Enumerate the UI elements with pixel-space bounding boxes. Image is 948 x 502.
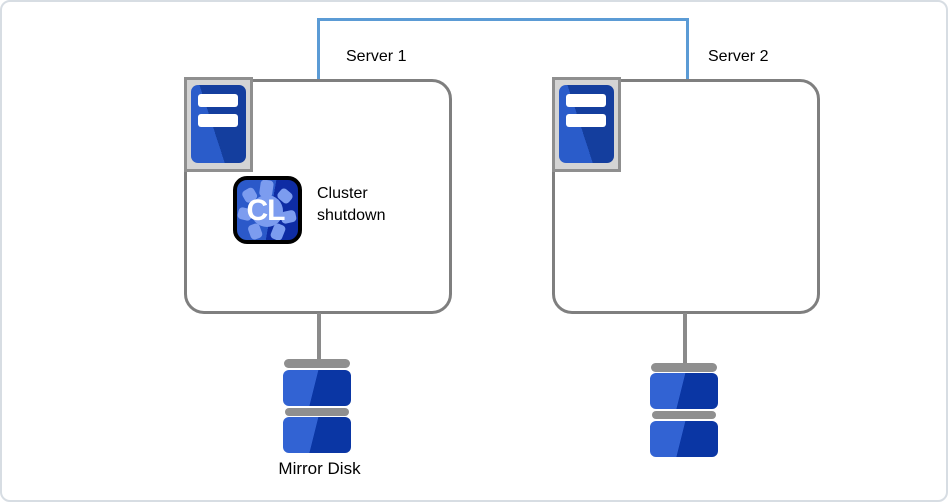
cluster-shutdown-icon: CL xyxy=(233,176,302,244)
interconnect-line xyxy=(317,18,689,79)
server1-label: Server 1 xyxy=(346,48,407,65)
server-drive-bay-icon xyxy=(198,94,238,107)
cluster-icon-letters: CL xyxy=(246,194,286,227)
server-tower-icon xyxy=(191,85,246,163)
server-drive-bay-icon xyxy=(198,114,238,127)
server2-disk-connector xyxy=(683,313,687,365)
gear-icon xyxy=(237,180,297,240)
disk-platter xyxy=(650,373,718,409)
disk-divider xyxy=(285,408,349,416)
disk-platter xyxy=(650,421,718,457)
server1-disk-connector xyxy=(317,313,321,361)
cluster-shutdown-label-line1: Cluster xyxy=(317,185,368,202)
disk-platter xyxy=(283,417,351,453)
server2-icon xyxy=(552,77,621,172)
mirror-disk-icon-right xyxy=(651,363,717,372)
disk-divider xyxy=(652,411,716,419)
cluster-shutdown-label: Cluster shutdown xyxy=(317,183,386,227)
server1-icon xyxy=(184,77,253,172)
mirror-disk-icon-left xyxy=(284,359,350,368)
cluster-shutdown-label-line2: shutdown xyxy=(317,207,386,224)
server-drive-bay-icon xyxy=(566,114,606,127)
mirror-disk-label: Mirror Disk xyxy=(278,459,361,478)
disk-platter xyxy=(283,370,351,406)
server-tower-icon xyxy=(559,85,614,163)
server-drive-bay-icon xyxy=(566,94,606,107)
server2-label: Server 2 xyxy=(708,48,769,65)
